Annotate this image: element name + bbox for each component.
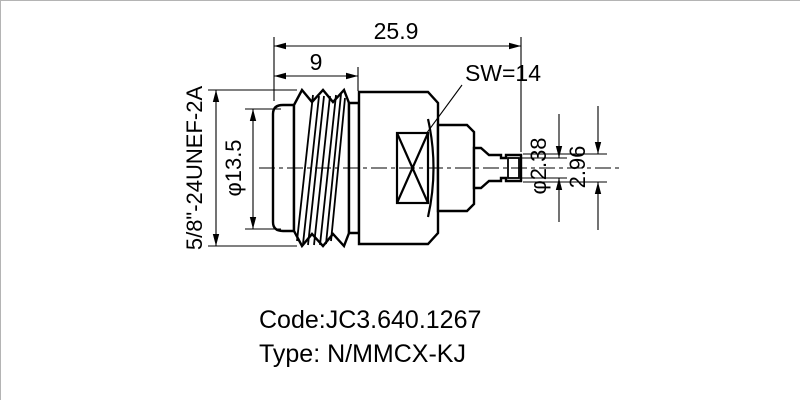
thread-spec-label: 5/8"-24UNEF-2A (182, 86, 207, 251)
dim-pin-diameter-label: φ2.38 (526, 137, 551, 194)
dimension-arrowheads (212, 42, 602, 246)
dimension-lines (208, 37, 607, 247)
leader-wrench-size (425, 84, 463, 135)
hex-body (357, 90, 440, 246)
part-identification: Code:JC3.640.1267 Type: N/MMCX-KJ (259, 306, 481, 368)
dim-sleeve-diameter-label: 2.96 (565, 146, 590, 189)
part-type-text: Type: N/MMCX-KJ (259, 340, 466, 368)
dim-thread-length-label: 9 (310, 49, 323, 75)
dimension-texts: 25.9 9 SW=14 5/8"-24UNEF-2A φ13.5 φ2.38 … (182, 18, 590, 250)
thread-helix-lines (296, 93, 346, 246)
part-code-text: Code:JC3.640.1267 (259, 306, 481, 334)
dim-body-diameter-label: φ13.5 (221, 139, 246, 196)
wrench-size-label: SW=14 (465, 60, 541, 86)
hex-flat-cross (395, 132, 430, 204)
body-details (296, 93, 435, 246)
front-face (271, 103, 296, 233)
dim-overall-length-label: 25.9 (374, 18, 419, 44)
